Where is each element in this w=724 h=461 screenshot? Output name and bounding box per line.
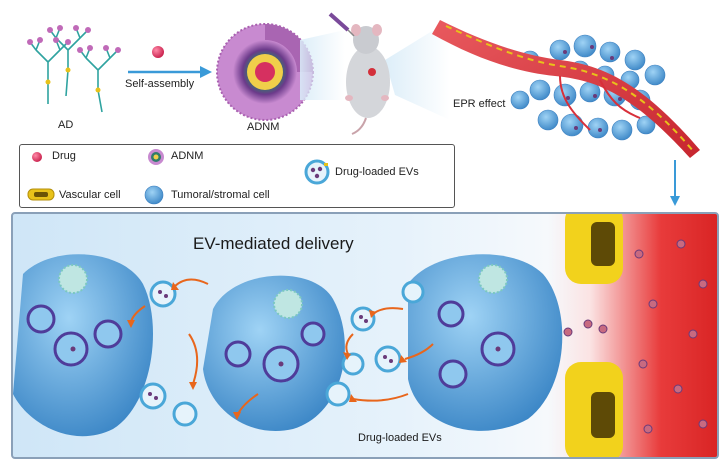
legend-vascular-cell-label: Vascular cell bbox=[59, 189, 121, 201]
legend-drug-loaded-ev-icon bbox=[304, 159, 330, 185]
legend-vascular-cell-icon bbox=[27, 188, 55, 201]
mouse-icon bbox=[345, 24, 390, 135]
legend-adnm-icon bbox=[148, 149, 164, 165]
top-illustration bbox=[27, 12, 700, 206]
legend-drug-loaded-evs-label: Drug-loaded EVs bbox=[335, 166, 419, 178]
ad-core-icon bbox=[45, 67, 101, 93]
ev-cargo-dots bbox=[70, 290, 501, 400]
adnm-nanoparticle-icon bbox=[216, 23, 314, 121]
legend-drug-icon bbox=[32, 152, 42, 162]
tumor-cell-right-icon bbox=[408, 254, 563, 431]
tumor-cell-left-icon bbox=[13, 254, 153, 437]
self-assembly-arrow-icon bbox=[128, 66, 212, 78]
panel-caption: Drug-loaded EVs bbox=[358, 432, 442, 444]
adnm-label: ADNM bbox=[247, 121, 280, 133]
arrow-heads-icon bbox=[127, 282, 407, 420]
beam-to-mouse bbox=[300, 30, 345, 100]
vascular-cell-upper-icon bbox=[565, 214, 623, 284]
legend-icons bbox=[27, 149, 330, 205]
ev-delivery-panel: EV-mediated delivery Drug-loaded EVs bbox=[11, 212, 719, 459]
ad-molecules-icon bbox=[29, 27, 119, 113]
ad-end-groups-icon bbox=[27, 25, 121, 53]
epr-tumor-cluster-icon bbox=[510, 34, 666, 141]
epr-vessel-icon bbox=[432, 20, 700, 158]
drug-icon bbox=[152, 46, 164, 58]
vessel-drug-particles-icon bbox=[563, 239, 708, 434]
self-assembly-label: Self-assembly bbox=[125, 78, 195, 90]
panel-title: EV-mediated delivery bbox=[193, 234, 354, 253]
syringe-icon bbox=[328, 12, 355, 37]
legend-box: Drug ADNM Drug-loaded EVs Vascular cell … bbox=[19, 144, 455, 208]
ev-delivery-illustration bbox=[13, 214, 708, 457]
legend-tumoral-cell-icon bbox=[144, 185, 164, 205]
epr-effect-label: EPR effect bbox=[453, 98, 506, 110]
ad-label: AD bbox=[58, 119, 74, 131]
beam-to-tumor bbox=[385, 20, 450, 120]
epr-drug-dots-icon bbox=[563, 45, 622, 132]
legend-drug-label: Drug bbox=[52, 150, 76, 162]
free-ev-icons bbox=[139, 280, 425, 427]
down-arrow-icon bbox=[670, 160, 680, 206]
vascular-cell-lower-icon bbox=[565, 362, 623, 457]
legend-tumoral-cell-label: Tumoral/stromal cell bbox=[171, 189, 270, 201]
tumor-cell-middle-icon bbox=[203, 275, 345, 431]
legend-adnm-label: ADNM bbox=[171, 150, 204, 162]
